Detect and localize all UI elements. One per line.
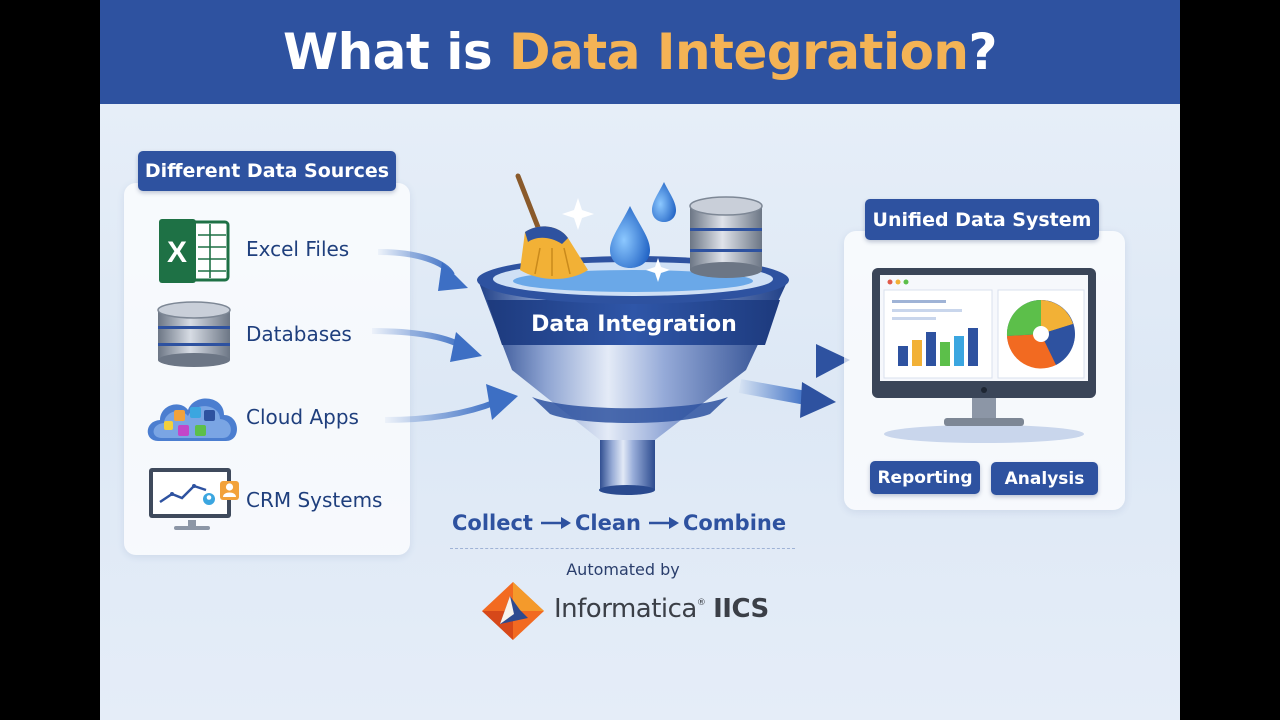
arrow-right-icon: [540, 517, 571, 529]
step-clean: Clean: [574, 511, 641, 535]
step-collect: Collect: [452, 511, 533, 535]
page-title: What is Data Integration?: [282, 23, 998, 81]
analysis-button[interactable]: Analysis: [991, 462, 1098, 495]
cloud-apps-icon: [147, 398, 238, 441]
excel-icon: X: [159, 219, 230, 283]
funnel-illustration: [371, 173, 850, 495]
title-accent: Data Integration: [509, 23, 969, 81]
data-sources-title: Different Data Sources: [138, 151, 396, 191]
header-banner: What is Data Integration?: [100, 0, 1180, 104]
database-icon: [157, 301, 231, 367]
infographic-slide: What is Data Integration? Different Data…: [100, 0, 1180, 720]
source-item-databases: Databases: [140, 300, 410, 370]
automated-by-label: Automated by: [566, 560, 680, 579]
source-item-cloud-apps: Cloud Apps: [140, 383, 410, 453]
informatica-brand: Informatica® IICS: [480, 580, 780, 642]
reporting-button[interactable]: Reporting: [870, 461, 980, 494]
crm-monitor-icon: [149, 468, 239, 530]
informatica-logo-icon: [482, 582, 544, 640]
source-label-cloud-apps: Cloud Apps: [246, 405, 359, 429]
title-main: What is: [282, 23, 510, 81]
source-label-databases: Databases: [246, 322, 352, 346]
step-combine: Combine: [682, 511, 787, 535]
dashboard-monitor-icon: [872, 268, 1096, 443]
process-steps: Collect Clean Combine: [438, 508, 808, 538]
unified-system-title: Unified Data System: [865, 199, 1099, 240]
arrow-right-icon: [648, 517, 679, 529]
title-end: ?: [968, 23, 998, 81]
source-item-excel: X Excel Files: [140, 215, 410, 285]
source-label-excel: Excel Files: [246, 237, 350, 261]
source-item-crm: CRM Systems: [140, 466, 410, 536]
source-label-crm: CRM Systems: [246, 488, 383, 512]
brand-name: Informatica® IICS: [554, 594, 769, 624]
divider: [450, 548, 795, 549]
svg-text:X: X: [167, 236, 187, 269]
funnel-label: Data Integration: [531, 312, 737, 337]
